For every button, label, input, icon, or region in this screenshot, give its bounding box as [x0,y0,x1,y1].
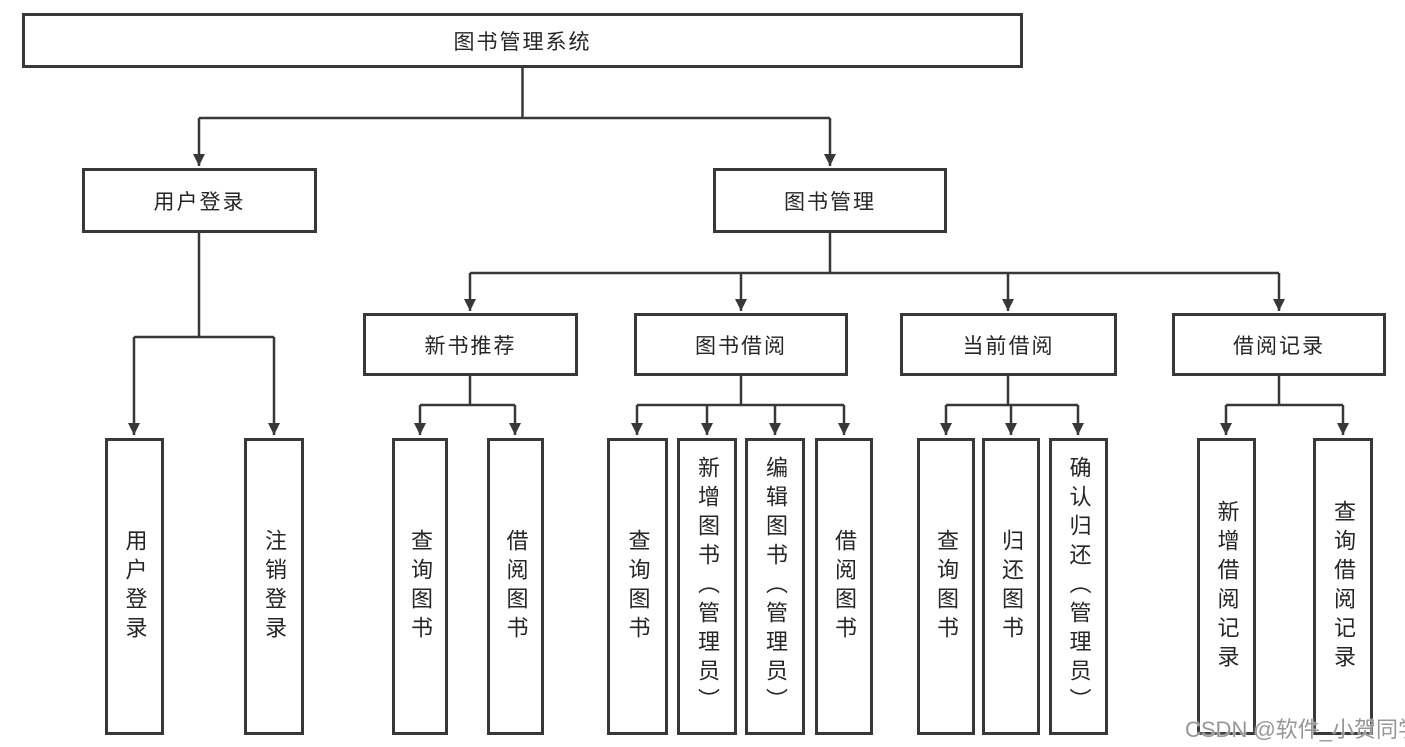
node-new-book-recommend: 新书推荐 [363,313,578,376]
leaf-user-login: 用户登录 [105,438,164,735]
leaf-bb-add-books-admin: 新增图书（管理员） [677,438,737,735]
leaf-br-add-record: 新增借阅记录 [1197,438,1256,735]
watermark: CSDN @软件_小贺同学 [1185,717,1405,742]
node-current-borrow: 当前借阅 [900,313,1117,376]
leaf-nb-query-books: 查询图书 [392,438,448,735]
leaf-br-query-record: 查询借阅记录 [1313,438,1373,735]
leaf-nb-borrow-books: 借阅图书 [487,438,544,735]
node-book-borrow: 图书借阅 [634,313,848,376]
node-user-login: 用户登录 [82,168,317,233]
node-borrow-records: 借阅记录 [1172,313,1386,376]
leaf-cb-confirm-return-admin: 确认归还（管理员） [1049,438,1108,735]
leaf-cb-query-books: 查询图书 [917,438,975,735]
leaf-logout: 注销登录 [244,438,304,735]
node-book-management: 图书管理 [713,168,947,233]
leaf-bb-edit-books-admin: 编辑图书（管理员） [745,438,805,735]
leaf-cb-return-books: 归还图书 [982,438,1040,735]
leaf-bb-borrow-books: 借阅图书 [815,438,873,735]
leaf-bb-query-books: 查询图书 [607,438,668,735]
node-root: 图书管理系统 [22,13,1023,68]
